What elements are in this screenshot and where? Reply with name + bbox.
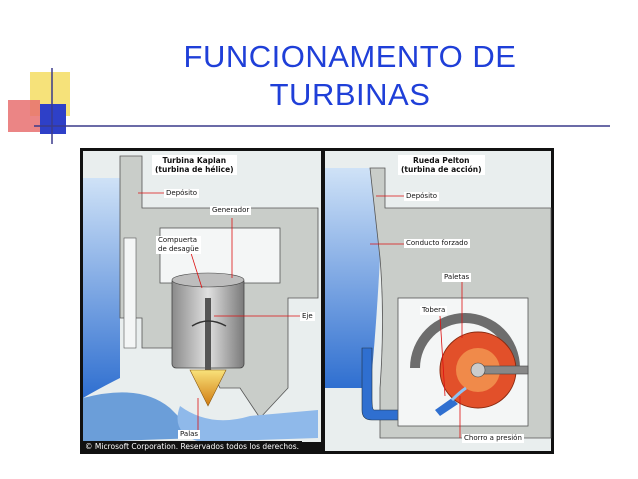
slide-title: FUNCIONAMENTO DE TURBINAS: [150, 38, 550, 114]
pelton-casing: [410, 313, 520, 368]
kaplan-title: Turbina Kaplan (turbina de hélice): [152, 155, 237, 175]
kaplan-lower-water: [83, 392, 200, 442]
pelton-axle: [470, 362, 486, 378]
slide-title-line1: FUNCIONAMENTO DE: [183, 39, 517, 74]
pelton-nozzle: [435, 398, 458, 416]
pelton-reservoir-water: [325, 168, 380, 388]
leader-pelton-tobera: [439, 315, 446, 397]
pelton-title: Rueda Pelton (turbina de acción): [398, 155, 485, 175]
pelton-shaft: [477, 365, 529, 375]
kaplan-blades: [189, 369, 227, 407]
decorative-corner-graphic: [8, 68, 610, 144]
kaplan-reservoir-water: [83, 178, 120, 398]
turbines-illustration: Turbina Kaplan (turbina de hélice) Depós…: [80, 148, 554, 454]
kaplan-rotation-arrow: [191, 320, 227, 327]
kaplan-shaft: [205, 298, 211, 378]
label-pelton-deposito: Depósito: [404, 192, 440, 201]
pelton-title-line1: Rueda Pelton: [413, 156, 470, 165]
label-pelton-conducto: Conducto forzado: [404, 239, 470, 248]
pelton-water-jet: [450, 386, 467, 402]
slide-title-line2: TURBINAS: [269, 77, 431, 112]
label-kaplan-compuerta-line2: de desagüe: [158, 245, 199, 253]
kaplan-gate-shaft: [123, 237, 137, 349]
deco-blue-square: [40, 104, 66, 134]
kaplan-outflow-water: [177, 406, 318, 442]
turbines-diagram-svg: [80, 148, 554, 454]
copyright-notice: © Microsoft Corporation. Reservados todo…: [82, 441, 303, 453]
label-kaplan-palas: Palas: [178, 430, 201, 439]
label-pelton-chorro: Chorro a presión: [462, 434, 524, 443]
kaplan-panel: [83, 151, 321, 442]
pelton-title-line2: (turbina de acción): [401, 165, 482, 174]
label-kaplan-eje: Eje: [300, 312, 315, 321]
label-pelton-paletas: Paletas: [442, 273, 472, 282]
kaplan-title-line2: (turbina de hélice): [155, 165, 234, 174]
pelton-panel: [325, 151, 552, 451]
label-kaplan-generador: Generador: [210, 206, 252, 215]
label-kaplan-compuerta-line1: Compuerta: [158, 236, 198, 244]
kaplan-title-line1: Turbina Kaplan: [162, 156, 227, 165]
label-kaplan-compuerta: Compuerta de desagüe: [156, 236, 201, 254]
label-kaplan-deposito: Depósito: [164, 189, 200, 198]
kaplan-generator-top: [171, 272, 245, 288]
leader-kaplan-compuerta: [189, 249, 203, 289]
label-pelton-tobera: Tobera: [420, 306, 448, 315]
deco-red-square: [8, 100, 40, 132]
